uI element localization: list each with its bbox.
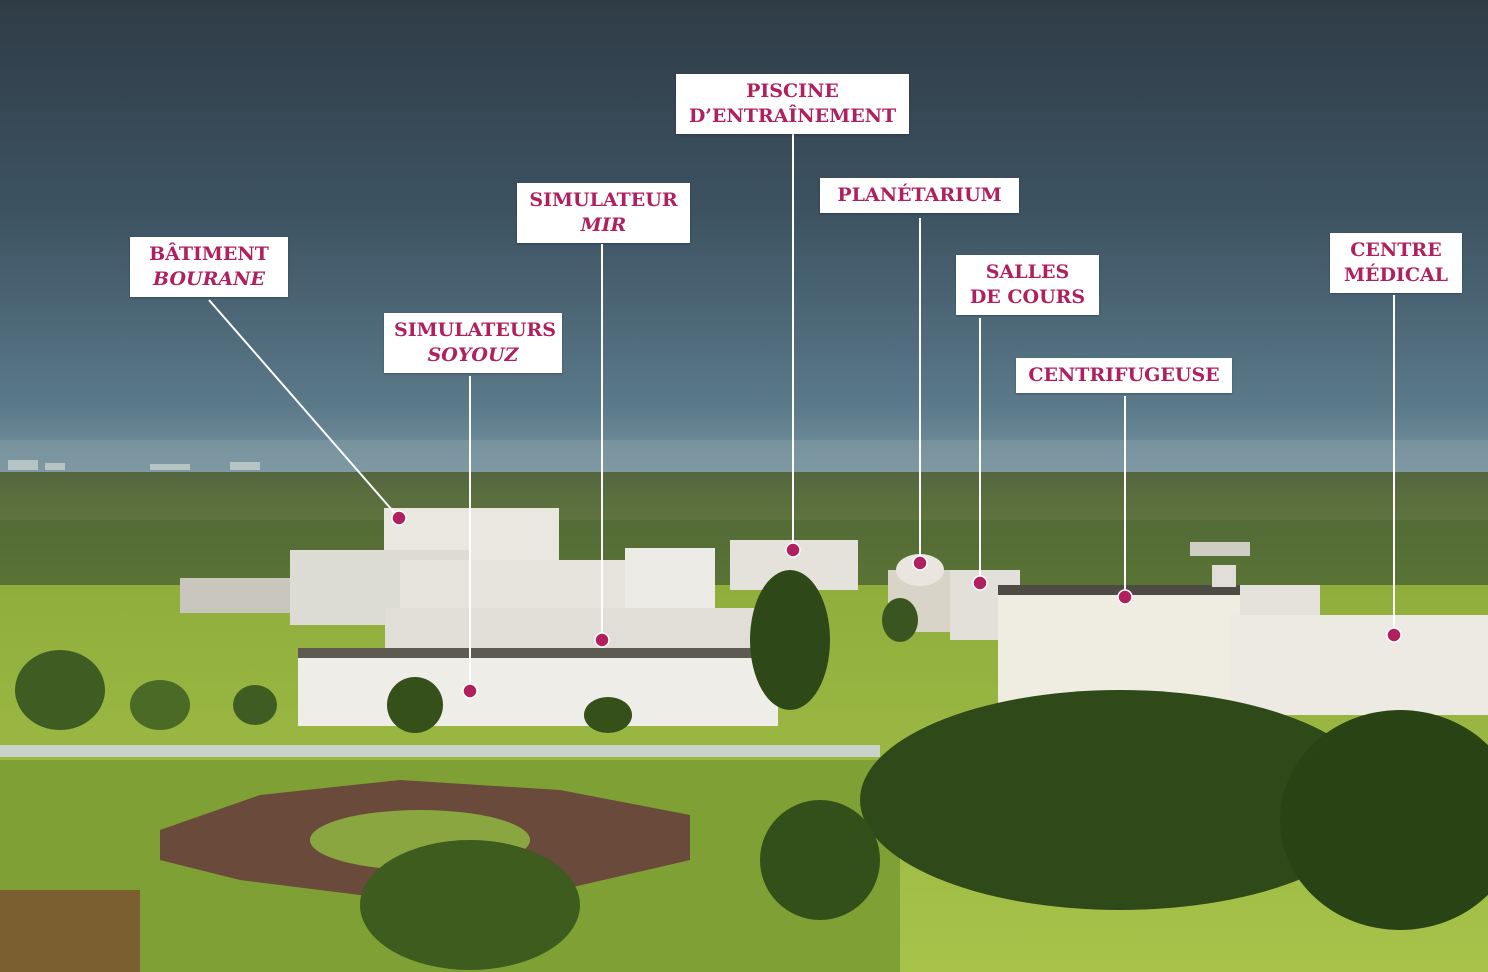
label-simulateurs-soyouz-line2: SOYOUZ	[427, 344, 519, 366]
label-batiment-bourane: BÂTIMENT BOURANE	[130, 237, 288, 297]
tree-clusters	[15, 570, 1488, 970]
label-piscine-entrainement-line1: PISCINE	[746, 80, 839, 102]
label-batiment-bourane-line1: BÂTIMENT	[149, 243, 269, 265]
label-batiment-bourane-line2: BOURANE	[153, 268, 265, 290]
label-centre-medical-line2: MÉDICAL	[1343, 264, 1449, 286]
leader-lines	[208, 134, 1395, 691]
distant-skyline	[8, 460, 260, 470]
label-salles-de-cours-line1: SALLES	[985, 261, 1070, 283]
label-piscine-entrainement-line2: D’ENTRAÎNEMENT	[688, 105, 897, 127]
label-piscine-entrainement: PISCINE D’ENTRAÎNEMENT	[676, 74, 909, 134]
marker-medical	[1386, 627, 1402, 643]
leader-line-bourane	[208, 299, 400, 519]
label-simulateur-mir-line1: SIMULATEUR	[529, 189, 678, 211]
label-planetarium: PLANÉTARIUM	[820, 178, 1019, 213]
marker-planetarium	[912, 555, 928, 571]
location-markers	[391, 510, 1402, 699]
label-planetarium-line1: PLANÉTARIUM	[837, 184, 1002, 206]
marker-mir	[594, 632, 610, 648]
label-simulateurs-soyouz: SIMULATEURS SOYOUZ	[384, 313, 562, 373]
label-centre-medical-line1: CENTRE	[1350, 239, 1442, 261]
label-simulateur-mir-line2: MIR	[580, 214, 627, 236]
label-centrifugeuse: CENTRIFUGEUSE	[1016, 358, 1232, 393]
marker-soyouz	[462, 683, 478, 699]
label-simulateurs-soyouz-line1: SIMULATEURS	[394, 319, 556, 341]
label-centre-medical: CENTRE MÉDICAL	[1330, 233, 1462, 293]
label-centrifugeuse-line1: CENTRIFUGEUSE	[1028, 364, 1220, 386]
marker-bourane	[391, 510, 407, 526]
label-simulateur-mir: SIMULATEUR MIR	[517, 183, 690, 243]
marker-salles	[972, 575, 988, 591]
marker-centrifugeuse	[1117, 589, 1133, 605]
marker-piscine	[785, 542, 801, 558]
label-salles-de-cours-line2: DE COURS	[969, 286, 1086, 308]
label-salles-de-cours: SALLES DE COURS	[956, 255, 1099, 315]
